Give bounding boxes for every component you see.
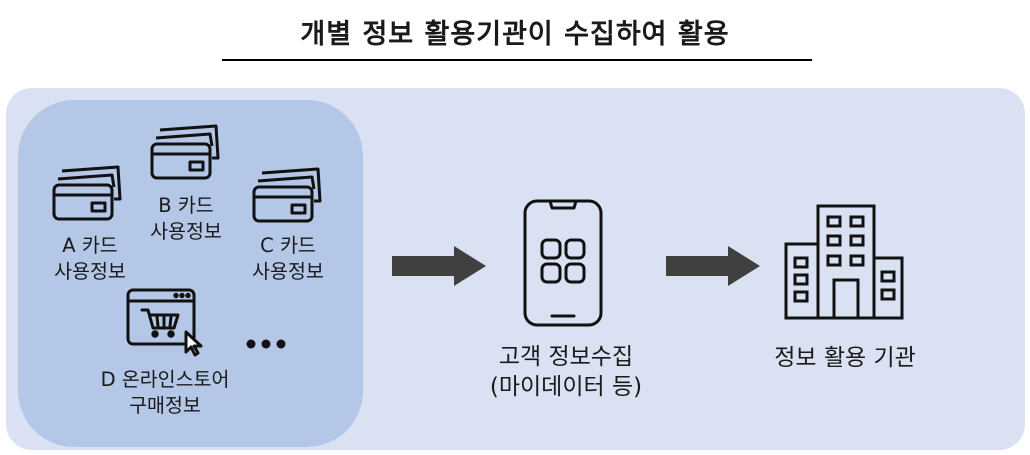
online-store-cart-icon — [126, 288, 203, 357]
ellipsis-icon — [246, 339, 286, 349]
card-b-desc: 사용정보 — [150, 220, 222, 243]
office-building-icon — [784, 204, 904, 320]
credit-card-icon — [150, 124, 220, 180]
card-c-label: C 카드 사용정보 — [228, 233, 348, 285]
card-c-name: C 카드 — [260, 234, 316, 257]
card-c-desc: 사용정보 — [252, 260, 324, 283]
card-a-label: A 카드 사용정보 — [30, 233, 150, 285]
store-d-label: D 온라인스토어 구매정보 — [70, 367, 260, 419]
credit-card-icon — [52, 165, 122, 221]
diagram-title: 개별 정보 활용기관이 수집하여 활용 — [300, 19, 730, 50]
collect-title: 고객 정보수집 — [498, 344, 634, 370]
collect-label: 고객 정보수집 (마이데이터 등) — [466, 342, 666, 402]
card-b-label: B 카드 사용정보 — [126, 193, 246, 245]
collect-subtitle: (마이데이터 등) — [489, 374, 643, 400]
store-d-name: D 온라인스토어 — [100, 368, 230, 391]
credit-card-icon — [252, 167, 322, 223]
smartphone-apps-icon — [523, 199, 603, 327]
card-b-name: B 카드 — [158, 194, 214, 217]
title-underline — [222, 59, 812, 61]
card-a-name: A 카드 — [62, 234, 118, 257]
institution-label: 정보 활용 기관 — [774, 345, 916, 371]
arrow-right-icon — [392, 246, 486, 286]
store-d-desc: 구매정보 — [129, 394, 201, 417]
arrow-right-icon — [666, 246, 760, 286]
card-a-desc: 사용정보 — [54, 260, 126, 283]
